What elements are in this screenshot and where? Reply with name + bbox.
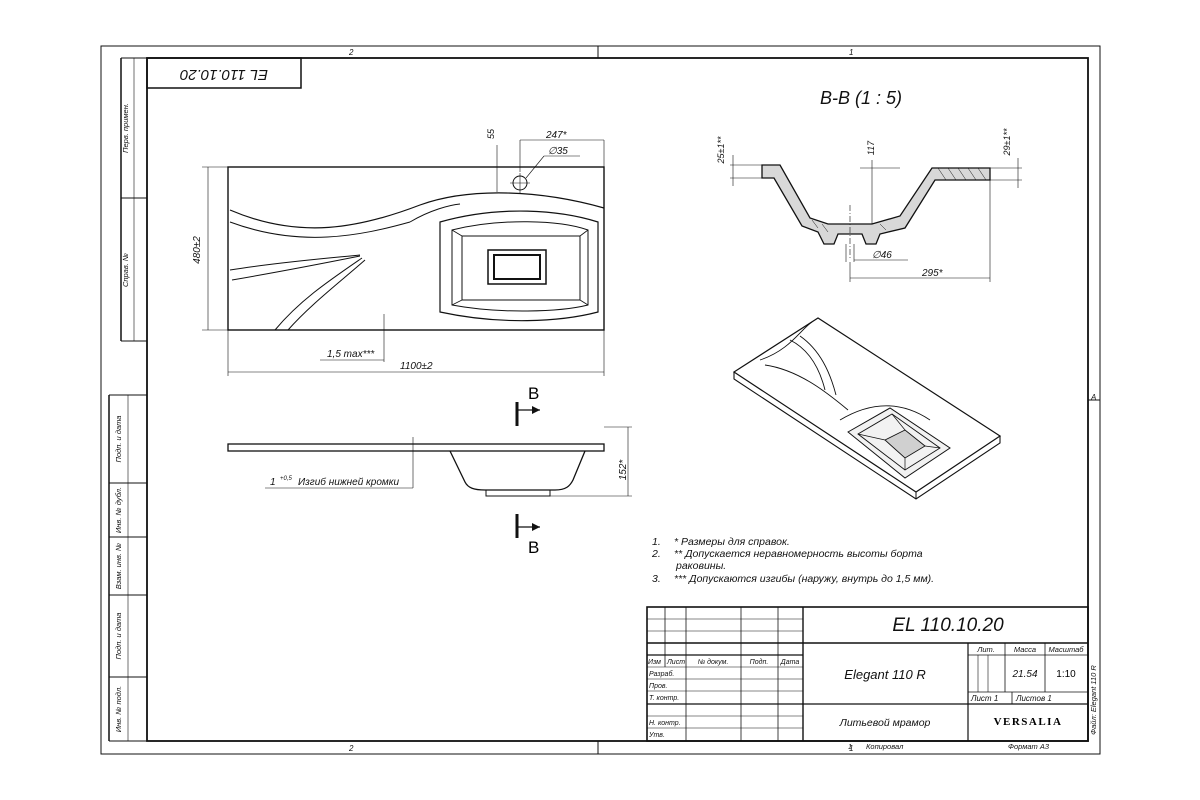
row-tkontr: Т. контр. (649, 695, 679, 702)
dim-hole: ∅35 (548, 146, 568, 157)
rotated-code: EL 110.10.20 (179, 66, 268, 83)
section-mark-top: B (528, 384, 539, 403)
note-text-3: *** Допускаются изгибы (наружу, внутрь д… (674, 573, 934, 585)
label-perv-primen: Перв. примен. (121, 103, 130, 153)
file-label: Файл: Elegant 110 R (1089, 665, 1098, 735)
zone-top-right: 1 (849, 48, 853, 57)
note-num-1: 1. (652, 536, 661, 548)
sheets-count: Листов 1 (1015, 694, 1052, 703)
scale-value: 1:10 (1056, 669, 1076, 680)
row-utv: Утв. (648, 732, 665, 739)
note-num-3: 3. (652, 573, 661, 585)
edge-bend-num: 1 (270, 477, 276, 488)
dim-46: ∅46 (872, 250, 892, 261)
material: Литьевой мрамор (839, 717, 931, 729)
dim-117: 117 (866, 140, 876, 155)
doc-code: EL 110.10.20 (892, 615, 1004, 636)
label-vzam-inv: Взам. инв. № (114, 543, 123, 589)
isometric-view (732, 317, 1002, 500)
brand-logo: VERSALIA (994, 716, 1063, 728)
note-text-1: * Размеры для справок. (674, 536, 790, 548)
dim-25: 25±1** (716, 136, 726, 164)
notes: 1. * Размеры для справок. 2. ** Допускае… (651, 536, 934, 585)
dim-295: 295* (921, 268, 944, 279)
dim-29: 29±1** (1002, 128, 1012, 156)
row-razrab: Разраб. (649, 670, 674, 678)
edge-bend-tol: +0,5 (280, 476, 293, 482)
col-podp: Подп. (750, 658, 769, 666)
sheet-frame: 2 1 2 1 A (100, 45, 1101, 755)
plan-view: 55 247* ∅35 480±2 1100±2 1,5 max*** (192, 128, 605, 376)
product-name: Elegant 110 R (844, 667, 925, 682)
dim-152: 152* (618, 459, 629, 481)
mass-label: Масса (1014, 645, 1036, 654)
lit-label: Лит. (976, 645, 995, 654)
col-list: Лист (666, 659, 685, 666)
scale-label: Масштаб (1048, 645, 1084, 654)
edge-bend-text: Изгиб нижней кромки (298, 476, 399, 488)
zone-bottom-copy: 1 (848, 744, 852, 751)
left-strip: Перв. примен. Справ. № Подп. и дата Инв.… (108, 57, 147, 742)
rotated-code-box: EL 110.10.20 (146, 57, 302, 89)
label-podp-data-2: Подп. и дата (114, 613, 123, 660)
col-izm: Изм (648, 659, 661, 666)
row-prov: Пров. (649, 683, 668, 690)
note-text-2b: раковины. (675, 560, 726, 572)
col-data: Дата (780, 659, 800, 666)
label-inv-dubl: Инв. № дубл. (114, 487, 123, 533)
zone-bottom-left: 2 (348, 744, 354, 753)
dim-1100: 1100±2 (400, 361, 433, 372)
row-nkontr: Н. контр. (649, 720, 681, 727)
dim-55: 55 (486, 128, 496, 139)
zone-bottom-right: 1 (849, 744, 853, 753)
mass-value: 21.54 (1011, 669, 1037, 680)
zone-right: A (1090, 393, 1096, 402)
col-doc: № докум. (698, 658, 729, 666)
note-num-2: 2. (651, 548, 661, 560)
section-title: B-B (1 : 5) (820, 88, 902, 108)
label-podp-data-1: Подп. и дата (114, 416, 123, 463)
label-inv-podl: Инв. № подл. (114, 686, 123, 733)
label-sprav-no: Справ. № (121, 253, 130, 287)
zone-top-left: 2 (348, 48, 354, 57)
format-label: Формат А3 (1008, 742, 1050, 751)
note-text-2: ** Допускается неравномерность высоты бо… (674, 548, 923, 560)
title-block: EL 110.10.20 Изм Лист № докум. Подп. Дат… (646, 606, 1098, 751)
copied-label: Копировал (866, 742, 904, 751)
dim-247: 247* (545, 130, 568, 141)
sheet-no: Лист 1 (970, 694, 998, 703)
dim-480: 480±2 (192, 236, 203, 264)
section-view: B-B (1 : 5) 25±1** 117 29±1** ∅46 295* (716, 88, 1022, 282)
dim-edge: 1,5 max*** (327, 349, 375, 360)
section-mark-bottom: B (528, 538, 539, 557)
side-view: 152* 1 +0,5 Изгиб нижней кромки B B (227, 384, 632, 557)
